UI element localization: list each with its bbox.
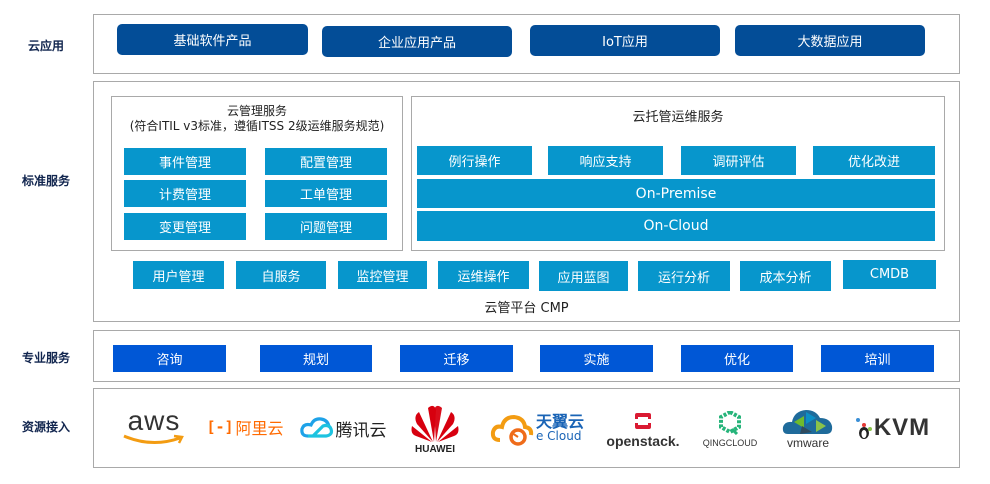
cmp-app-blueprint[interactable]: 应用蓝图 [539, 261, 628, 291]
managed-ops-title: 云托管运维服务 [632, 110, 724, 125]
ecloud-cn-text: 天翼云 [535, 412, 584, 431]
vmware-cloud-icon [782, 410, 833, 434]
mgmt-billing[interactable]: 计费管理 [124, 180, 246, 207]
pro-optimize[interactable]: 优化 [681, 345, 793, 372]
aliyun-logo: [-] 阿里云 [203, 414, 287, 440]
pro-training[interactable]: 培训 [821, 345, 934, 372]
cmp-ops[interactable]: 运维操作 [438, 261, 529, 289]
app-enterprise[interactable]: 企业应用产品 [322, 26, 512, 57]
tencent-cloud-icon [299, 417, 333, 438]
cmp-cost-analysis[interactable]: 成本分析 [740, 261, 831, 291]
tencent-logo: 腾讯云 [296, 413, 390, 443]
aliyun-text: 阿里云 [235, 419, 284, 438]
cmp-cmdb[interactable]: CMDB [843, 260, 936, 289]
qingcloud-icon [719, 410, 741, 435]
mgmt-config[interactable]: 配置管理 [265, 148, 387, 175]
huawei-petals-icon [411, 405, 459, 442]
ops-on-premise[interactable]: On-Premise [417, 179, 935, 208]
cmp-run-analysis[interactable]: 运行分析 [638, 261, 730, 291]
row-label-standard-services: 标准服务 [21, 174, 70, 188]
row-label-professional-services: 专业服务 [21, 351, 70, 365]
openstack-logo: openstack. [603, 409, 683, 451]
cmp-user-mgmt[interactable]: 用户管理 [133, 261, 224, 289]
qingcloud-text: QINGCLOUD [702, 437, 758, 448]
ecloud-logo: 天翼云 e Cloud [482, 410, 592, 448]
app-iot[interactable]: IoT应用 [530, 25, 720, 56]
app-bigdata[interactable]: 大数据应用 [735, 25, 925, 56]
professional-panel [93, 330, 960, 382]
vmware-text: vmware [786, 436, 829, 450]
pro-consult[interactable]: 咨询 [113, 345, 226, 372]
openstack-icon [634, 412, 652, 429]
ops-optimize[interactable]: 优化改进 [813, 146, 935, 175]
aliyun-bracket-icon: [-] [206, 418, 234, 436]
openstack-text: openstack. [606, 432, 680, 449]
app-basic-software[interactable]: 基础软件产品 [117, 24, 308, 55]
cloud-mgmt-subtitle: (符合ITIL v3标准，遵循ITSS 2级运维服务规范) [129, 119, 385, 133]
tencent-text: 腾讯云 [335, 420, 387, 441]
cmp-caption: 云管平台 CMP [484, 301, 569, 316]
ops-response[interactable]: 响应支持 [548, 146, 663, 175]
kvm-text: KVM [873, 414, 931, 441]
kvm-logo: KVM [852, 412, 932, 444]
pro-migrate[interactable]: 迁移 [400, 345, 513, 372]
mgmt-problem[interactable]: 问题管理 [265, 213, 387, 240]
cmp-self-service[interactable]: 自服务 [236, 261, 326, 289]
row-label-resource-access: 资源接入 [21, 420, 70, 434]
huawei-text: HUAWEI [415, 444, 455, 455]
ecloud-icon [490, 414, 534, 446]
pro-implement[interactable]: 实施 [540, 345, 653, 372]
mgmt-event[interactable]: 事件管理 [124, 148, 246, 175]
ops-research[interactable]: 调研评估 [681, 146, 796, 175]
mgmt-ticket[interactable]: 工单管理 [265, 180, 387, 207]
pro-plan[interactable]: 规划 [260, 345, 372, 372]
aws-logo: aws [118, 405, 190, 449]
cloud-mgmt-title: 云管理服务 [226, 104, 287, 118]
row-label-cloud-apps: 云应用 [27, 39, 64, 53]
ecloud-en-text: e Cloud [535, 429, 582, 443]
ops-on-cloud[interactable]: On-Cloud [417, 211, 935, 241]
aws-smile-icon [123, 434, 184, 444]
huawei-logo: HUAWEI [405, 402, 465, 457]
kvm-penguin-icon [855, 418, 872, 439]
aws-text: aws [127, 405, 181, 436]
mgmt-change[interactable]: 变更管理 [124, 213, 246, 240]
ops-routine[interactable]: 例行操作 [417, 146, 532, 175]
qingcloud-logo: QINGCLOUD [700, 407, 760, 451]
cmp-monitoring[interactable]: 监控管理 [338, 261, 427, 289]
vmware-logo: vmware [775, 405, 841, 451]
